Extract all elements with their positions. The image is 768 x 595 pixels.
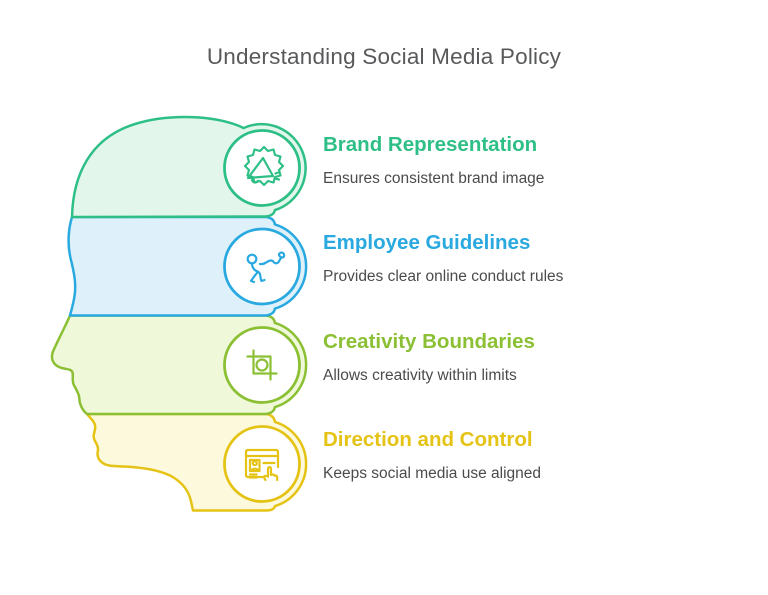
icon-circle-brand	[223, 129, 301, 207]
person-route-icon	[246, 251, 286, 284]
id-photo-shoulders	[250, 467, 260, 473]
browser-id-pointer-icon	[244, 448, 280, 482]
content-lines-left	[248, 473, 258, 479]
id-photo-frame	[248, 458, 261, 473]
route-squiggle	[258, 251, 286, 266]
item-heading: Direction and Control	[323, 428, 533, 451]
item-heading: Brand Representation	[323, 133, 538, 156]
crop-frame-a	[246, 355, 272, 381]
list-item-employee-guidelines: Employee Guidelines Provides clear onlin…	[323, 229, 653, 286]
item-heading: Employee Guidelines	[323, 231, 531, 254]
item-description: Allows creativity within limits	[323, 367, 517, 384]
list-item-direction-and-control: Direction and Control Keeps social media…	[323, 426, 653, 483]
pointer-hand	[263, 466, 279, 482]
item-description: Ensures consistent brand image	[323, 170, 545, 187]
item-description: Keeps social media use aligned	[323, 465, 541, 482]
icon-circle-creativity	[223, 326, 301, 404]
crop-tool-icon	[246, 349, 278, 381]
item-description: Provides clear online conduct rules	[323, 268, 564, 285]
crop-frame-b	[252, 349, 278, 375]
sound-marks	[273, 170, 281, 181]
icon-circle-employee	[223, 227, 301, 306]
id-photo-head	[251, 460, 258, 467]
browser-window	[244, 448, 280, 479]
list-item-brand-representation: Brand Representation Ensures consistent …	[323, 131, 653, 188]
list-item-creativity-boundaries: Creativity Boundaries Allows creativity …	[323, 328, 653, 385]
item-heading: Creativity Boundaries	[323, 330, 535, 353]
person-body	[249, 262, 266, 284]
page-title: Understanding Social Media Policy	[206, 44, 562, 69]
icon-circle-direction	[223, 425, 301, 503]
crop-lens	[255, 358, 269, 372]
megaphone-handle	[250, 177, 260, 184]
starburst-shape	[243, 145, 285, 187]
megaphone-burst-icon	[243, 145, 285, 187]
megaphone-cone	[246, 156, 275, 180]
